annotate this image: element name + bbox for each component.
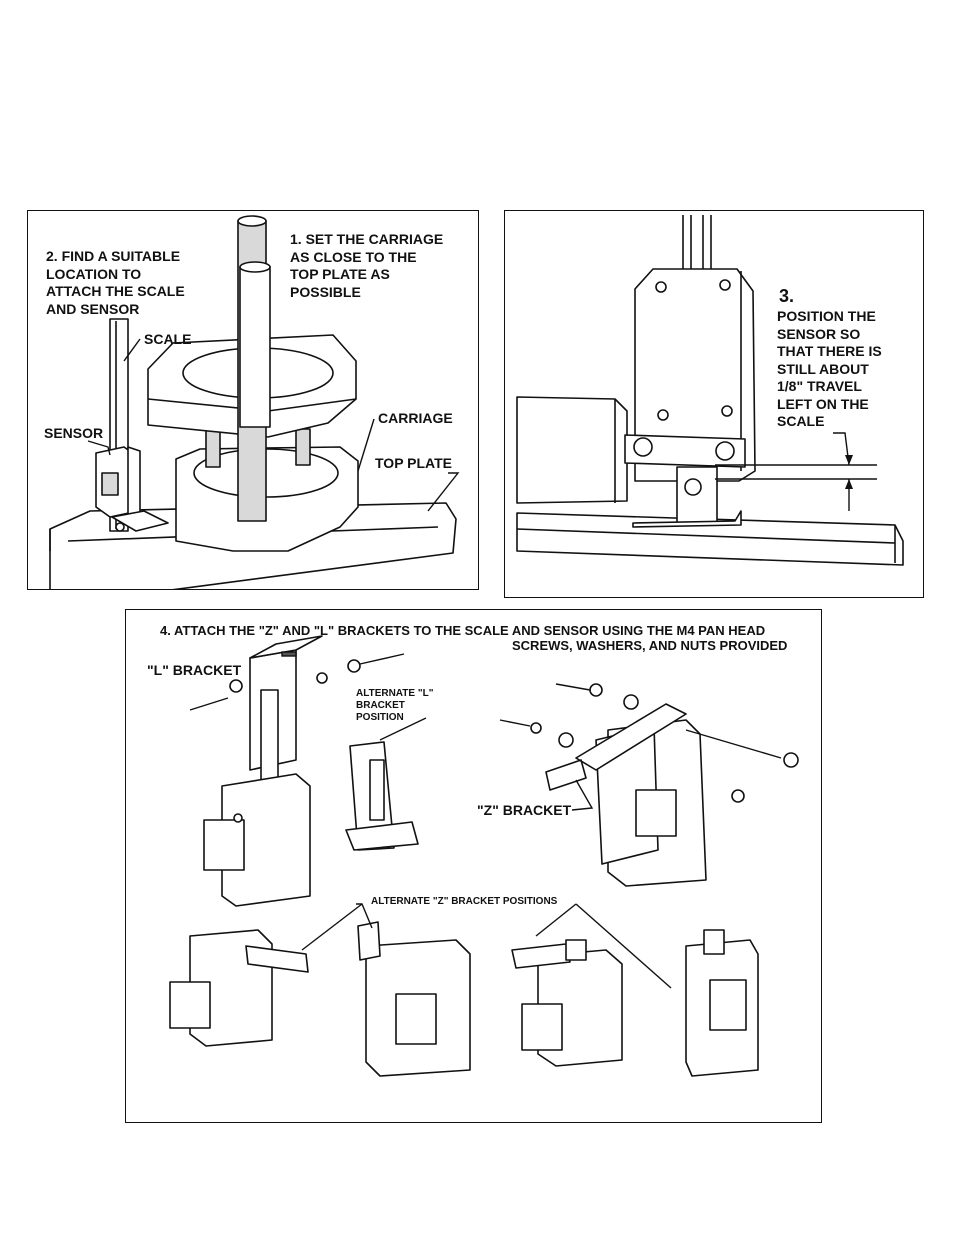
alt-z-3 [511, 939, 623, 1067]
alt-z-1 [169, 929, 309, 1047]
bracket-attachment-illustrations [169, 635, 799, 1077]
alt-z-bracket-label: ALTERNATE "Z" BRACKET POSITIONS [371, 896, 558, 907]
step-4-line-1: 4. ATTACH THE "Z" AND "L" BRACKETS TO TH… [160, 623, 766, 638]
l-bracket-label: "L" BRACKET [147, 662, 242, 678]
step-4-panel: 4. ATTACH THE "Z" AND "L" BRACKETS TO TH… [125, 609, 822, 1123]
alt-l-bracket-label: ALTERNATE "L" BRACKET POSITION [356, 688, 434, 723]
alt-z-4 [685, 929, 759, 1077]
step-1-label: 1. SET THE CARRIAGE AS CLOSE TO THE TOP … [290, 231, 444, 300]
sensor-label: SENSOR [44, 425, 104, 441]
carriage-label: CARRIAGE [378, 410, 453, 426]
step-1-2-panel: 1. SET THE CARRIAGE AS CLOSE TO THE TOP … [27, 210, 479, 590]
z-bracket-label: "Z" BRACKET [477, 802, 572, 818]
scale-label: SCALE [144, 331, 192, 347]
step-4-line-2: SCREWS, WASHERS, AND NUTS PROVIDED [512, 638, 788, 653]
step-3-panel: 3. POSITION THE SENSOR SO THAT THERE IS … [504, 210, 924, 598]
step-3-number: 3. [779, 286, 795, 306]
alt-z-2 [357, 921, 471, 1077]
step-3-text: POSITION THE SENSOR SO THAT THERE IS STI… [777, 308, 882, 429]
sensor-travel-illustration [516, 215, 904, 566]
top-plate-label: TOP PLATE [375, 455, 453, 471]
carriage-assembly-illustration [49, 215, 460, 589]
step-2-label: 2. FIND A SUITABLE LOCATION TO ATTACH TH… [46, 248, 185, 317]
